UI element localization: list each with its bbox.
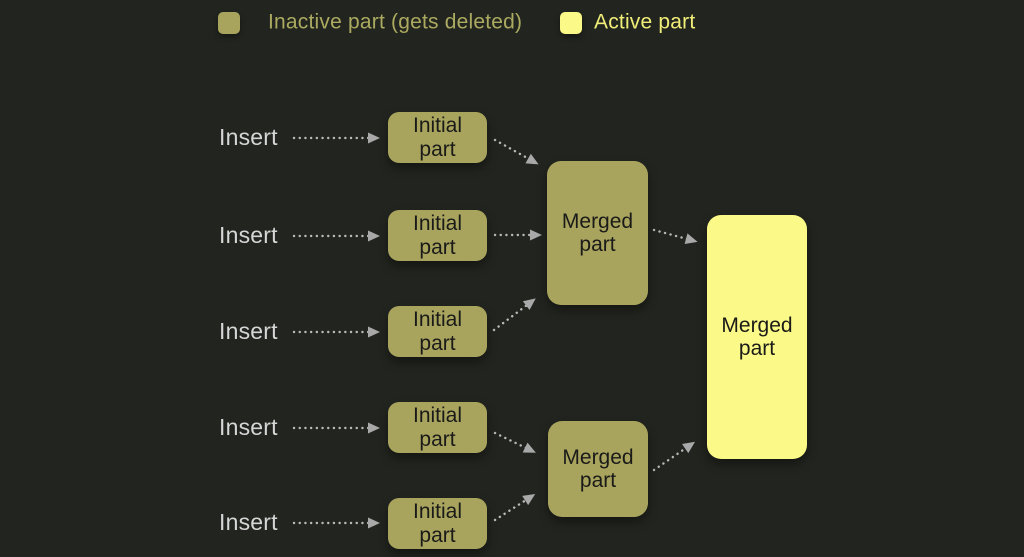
- arrow-initial3-to-merged-top: [492, 298, 536, 332]
- insert-label-5: Insert: [219, 508, 278, 535]
- initial-part-node-4: Initial part: [388, 402, 487, 453]
- insert-label-4: Insert: [219, 413, 278, 440]
- initial-part-label: Initial part: [412, 404, 463, 451]
- merged-part-label: Merged part: [561, 209, 634, 256]
- arrow-initial5-to-merged-bottom: [493, 494, 536, 522]
- initial-part-node-2: Initial part: [388, 210, 487, 261]
- insert-label-1: Insert: [219, 123, 278, 150]
- arrow-merged-bottom-to-final: [652, 441, 696, 472]
- insert-label-2: Insert: [219, 221, 278, 248]
- merged-part-label: Merged part: [562, 445, 634, 492]
- initial-part-node-1: Initial part: [388, 112, 487, 163]
- merged-part-node-final-active: Merged part: [707, 215, 807, 459]
- initial-part-node-5: Initial part: [388, 498, 487, 549]
- arrow-merged-top-to-final: [652, 228, 698, 245]
- initial-part-label: Initial part: [412, 308, 463, 355]
- initial-part-label: Initial part: [412, 114, 463, 161]
- arrow-initial1-to-merged-top: [493, 138, 539, 165]
- legend-active-label: Active part: [594, 10, 696, 34]
- legend-inactive-label: Inactive part (gets deleted): [268, 10, 523, 34]
- merged-part-node-top: Merged part: [547, 161, 648, 305]
- merged-part-node-bottom: Merged part: [548, 421, 648, 517]
- legend-inactive-swatch: [218, 12, 240, 34]
- merged-part-label: Merged part: [721, 313, 793, 360]
- initial-part-node-3: Initial part: [388, 306, 487, 357]
- initial-part-label: Initial part: [412, 212, 463, 259]
- initial-part-label: Initial part: [412, 500, 463, 547]
- insert-label-3: Insert: [219, 317, 278, 344]
- arrow-initial4-to-merged-bottom: [493, 431, 536, 453]
- legend-active-swatch: [560, 12, 582, 34]
